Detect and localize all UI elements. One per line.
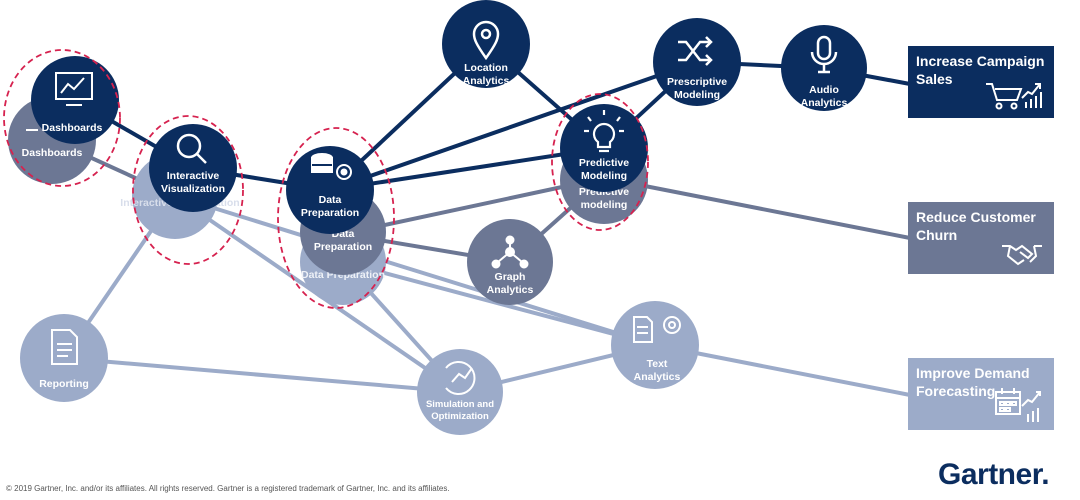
predictive-label-1: Predictive <box>579 157 629 169</box>
predictive-ghost-label-2: modeling <box>581 199 628 211</box>
document-icon <box>51 329 78 365</box>
audio-label-2: Analytics <box>801 97 848 109</box>
edge-predictive-churn <box>603 176 911 240</box>
data-prep-label-1: Data <box>319 194 342 206</box>
highlight-ring-dashboards <box>3 49 121 187</box>
outcome-campaign-title: Increase Campaign Sales <box>916 53 1045 87</box>
dashboards-label: Dashboards <box>42 122 103 134</box>
lightbulb-icon <box>584 110 624 153</box>
graph-analytics-label-1: Graph <box>495 271 526 283</box>
location-label-1: Location <box>464 62 508 74</box>
outcome-improve-demand-forecasting: Improve Demand Forecasting <box>908 358 1054 430</box>
node-data-preparation: Data Preparation <box>286 146 374 234</box>
shopping-cart-growth-icon <box>986 83 1042 110</box>
predictive-label-2: Modeling <box>581 170 627 182</box>
reporting-label: Reporting <box>39 378 89 390</box>
outcome-demand-title: Improve Demand Forecasting <box>916 365 1030 399</box>
shuffle-arrows-icon <box>678 36 713 66</box>
highlight-ring-visualization <box>132 115 244 265</box>
network-graph-icon <box>491 235 529 269</box>
location-label-2: Analytics <box>463 75 510 87</box>
edge-dataprep-predictive <box>329 146 605 192</box>
database-gear-icon <box>311 153 352 180</box>
gartner-logo-text: Gartner <box>938 458 1042 491</box>
node-audio-analytics: Audio Analytics <box>781 25 867 111</box>
prescriptive-label-2: Modeling <box>674 89 720 101</box>
text-analytics-label-1: Text <box>647 358 668 370</box>
outcome-increase-campaign-sales: Increase Campaign Sales <box>908 46 1054 118</box>
graph-analytics-label-2: Analytics <box>487 284 534 296</box>
line-chart-monitor-icon <box>55 72 93 106</box>
microphone-icon <box>810 35 838 74</box>
node-text-analytics: Text Analytics <box>611 301 699 389</box>
edge-reporting-simulation <box>63 356 461 394</box>
prescriptive-label-1: Prescriptive <box>667 76 727 88</box>
document-gear-icon <box>633 316 681 343</box>
node-dashboards: Dashboards <box>31 56 119 144</box>
outcome-reduce-customer-churn: Reduce Customer Churn <box>908 202 1054 274</box>
data-prep-ghost-mid-label-2: Preparation <box>314 241 372 253</box>
node-interactive-visualization: Interactive Visualization <box>149 124 237 212</box>
edge-visualization-textanalytics <box>174 194 656 347</box>
gartner-logo-dot: . <box>1041 458 1050 491</box>
node-prescriptive-modeling: Prescriptive Modeling <box>653 18 741 106</box>
node-reporting: Reporting <box>20 314 108 402</box>
text-analytics-label-2: Analytics <box>634 371 681 383</box>
calendar-growth-icon <box>995 388 1041 422</box>
cycle-chart-icon <box>445 361 476 395</box>
node-simulation-optimization: Simulation and Optimization <box>417 349 503 435</box>
simulation-label-2: Optimization <box>431 411 489 422</box>
visualization-label-1: Interactive <box>167 170 220 182</box>
handshake-icon <box>1002 244 1042 266</box>
edge-dataprep-prescriptive <box>329 60 698 192</box>
node-graph-analytics: Graph Analytics <box>467 219 553 305</box>
node-location-analytics: Location Analytics <box>442 0 530 88</box>
edge-dataprep-predictive-mid <box>342 176 605 236</box>
gartner-logo: Gartner. <box>938 458 1050 492</box>
highlight-ring-data-preparation <box>277 127 395 309</box>
outcome-churn-title: Reduce Customer Churn <box>916 209 1036 243</box>
simulation-label-1: Simulation and <box>426 399 494 410</box>
node-predictive-modeling: Predictive Modeling <box>560 104 648 192</box>
highlight-ring-predictive <box>551 93 649 231</box>
footer-copyright: © 2019 Gartner, Inc. and/or its affiliat… <box>6 484 450 493</box>
map-pin-icon <box>472 20 500 61</box>
audio-label-1: Audio <box>809 84 839 96</box>
magnifier-icon <box>176 133 207 164</box>
data-prep-label-2: Preparation <box>301 207 359 219</box>
dashboards-ghost-label: Dashboards <box>22 147 83 159</box>
visualization-label-2: Visualization <box>161 183 225 195</box>
